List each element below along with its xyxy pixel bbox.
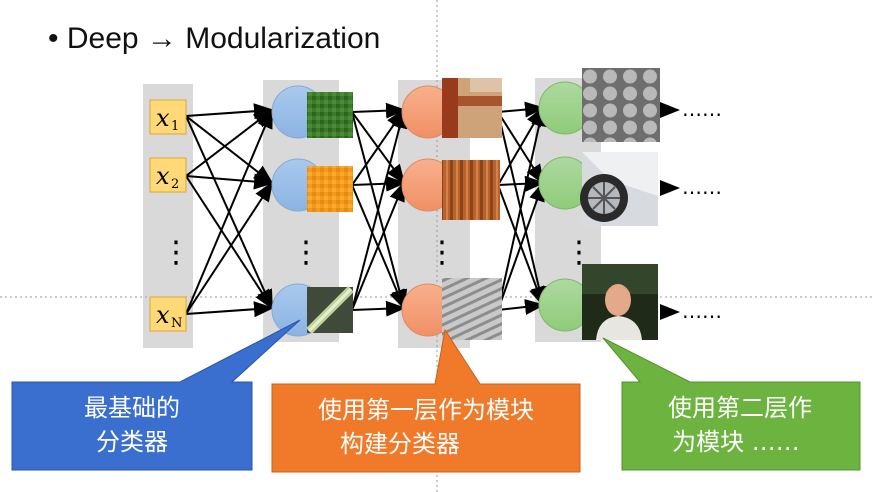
svg-text:构建分类器: 构建分类器: [340, 430, 460, 458]
input-dots: ⋮: [161, 235, 191, 270]
callout-layer2-module: 使用第二层作 为模块 ……: [602, 337, 861, 471]
slide-title: • Deep → Modularization: [48, 22, 381, 55]
connections-input-layer1: [185, 103, 274, 318]
svg-text:x: x: [156, 162, 170, 190]
svg-text:使用第一层作为模块: 使用第一层作为模块: [318, 396, 534, 424]
texture-brick-patch: [442, 78, 502, 138]
texture-honeycomb-image: [582, 68, 660, 142]
face-photo-image: [582, 264, 658, 340]
svg-text:2: 2: [171, 177, 179, 192]
texture-wood-patch: [442, 160, 500, 220]
svg-text:为模块 ……: 为模块 ……: [672, 428, 800, 456]
svg-text:⋮: ⋮: [291, 235, 321, 270]
car-wheel-image: [580, 152, 658, 226]
output-ellipsis-2: ……: [682, 175, 722, 199]
svg-text:⋮: ⋮: [427, 235, 457, 270]
output-ellipsis-1: ……: [682, 97, 722, 121]
output-ellipsis-3: ……: [682, 299, 722, 323]
output-arrows: [660, 102, 680, 320]
connections-layer2-layer3: [497, 101, 547, 315]
layer3-nodes: ⋮: [538, 81, 594, 332]
svg-text:使用第二层作: 使用第二层作: [668, 394, 812, 422]
layer2-nodes: ⋮: [401, 85, 457, 337]
input-xn: x N: [149, 296, 187, 332]
svg-text:1: 1: [171, 119, 179, 134]
texture-stripe-patch: [442, 278, 502, 340]
input-x2: x 2: [149, 157, 187, 193]
texture-green-patch: [307, 92, 353, 138]
svg-text:x: x: [156, 104, 170, 132]
svg-text:最基础的: 最基础的: [84, 394, 180, 422]
input-x1: x 1: [149, 99, 187, 135]
callout-basic-classifier: 最基础的 分类器: [11, 319, 301, 471]
connections-layer1-layer2: [351, 102, 408, 317]
svg-text:N: N: [171, 316, 182, 331]
svg-text:分类器: 分类器: [96, 428, 168, 456]
callout-layer1-module-classifier: 使用第一层作为模块 构建分类器: [271, 328, 581, 473]
texture-orange-patch: [307, 166, 353, 212]
svg-text:x: x: [156, 301, 170, 329]
texture-diagonal-patch: [306, 286, 354, 334]
